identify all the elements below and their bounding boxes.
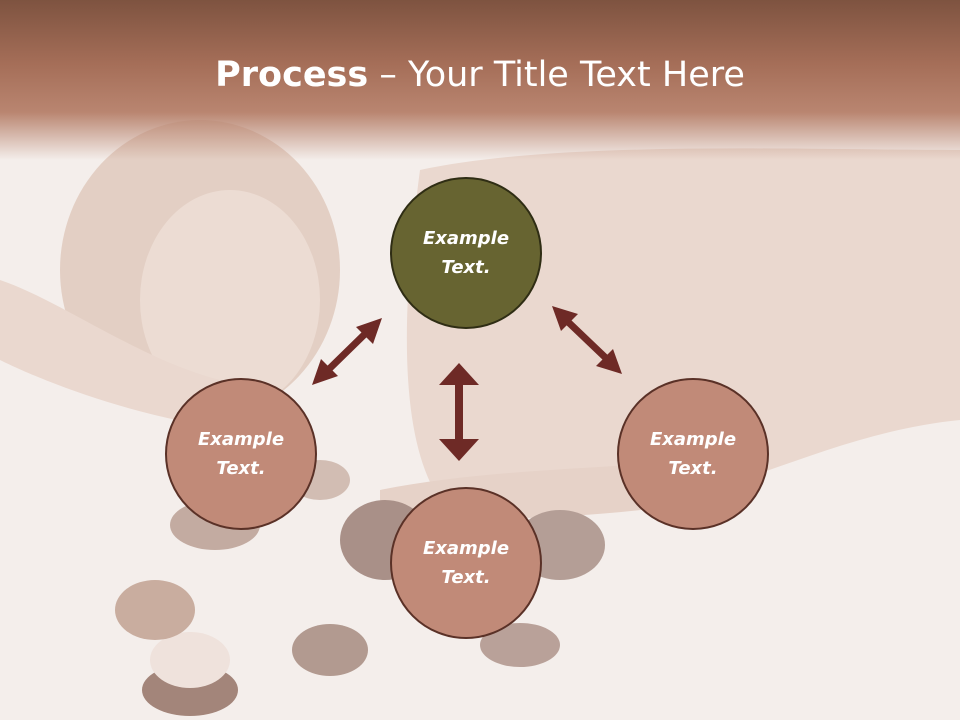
node-center: Example Text.	[390, 177, 542, 329]
node-center-label: Example Text.	[422, 228, 510, 278]
node-left-label: Example Text.	[197, 429, 285, 479]
slide-title: Process – Your Title Text Here	[0, 52, 960, 98]
arrow-center-bottom	[439, 363, 479, 461]
node-right-label: Example Text.	[649, 429, 737, 479]
node-right: Example Text.	[617, 378, 769, 530]
node-bottom-label: Example Text.	[422, 538, 510, 588]
node-bottom: Example Text.	[390, 487, 542, 639]
title-band	[0, 0, 960, 160]
title-dash: –	[368, 55, 408, 95]
node-left: Example Text.	[165, 378, 317, 530]
arrow-center-left	[312, 318, 382, 385]
arrow-center-right	[552, 306, 622, 374]
title-rest: Your Title Text Here	[407, 55, 745, 95]
title-bold: Process	[215, 55, 369, 95]
